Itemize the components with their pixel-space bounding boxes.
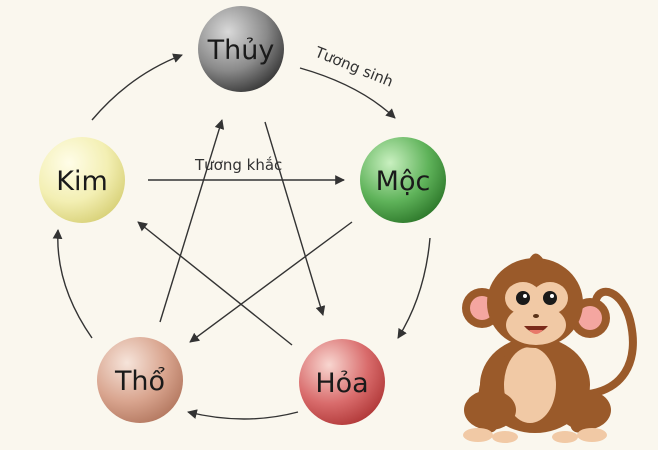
node-tho-label: Thổ <box>114 366 165 397</box>
edge-hoa-tho <box>187 409 299 420</box>
node-moc: Mộc <box>360 137 446 223</box>
edge-hoa-kim <box>137 221 293 346</box>
edge-tho-kim <box>52 229 93 339</box>
monkey-icon <box>462 253 637 443</box>
edge-thuy-moc <box>299 67 396 119</box>
node-hoa: Hỏa <box>299 339 385 425</box>
generating-cycle <box>52 53 431 420</box>
overcoming-label: Tương khắc <box>194 156 282 174</box>
edge-kim-thuy <box>91 53 183 121</box>
edge-moc-hoa <box>397 237 431 339</box>
node-moc-label: Mộc <box>376 166 431 197</box>
generating-label: Tương sinh <box>312 43 396 91</box>
edge-thuy-hoa <box>264 121 326 316</box>
node-kim: Kim <box>39 137 125 223</box>
edge-moc-tho <box>189 221 353 343</box>
node-thuy-label: Thủy <box>207 35 275 66</box>
edge-tho-thuy <box>159 119 225 323</box>
node-thuy: Thủy <box>198 6 284 92</box>
node-hoa-label: Hỏa <box>315 368 368 399</box>
node-kim-label: Kim <box>56 166 108 197</box>
overcoming-cycle <box>137 119 353 346</box>
node-tho: Thổ <box>97 337 183 423</box>
